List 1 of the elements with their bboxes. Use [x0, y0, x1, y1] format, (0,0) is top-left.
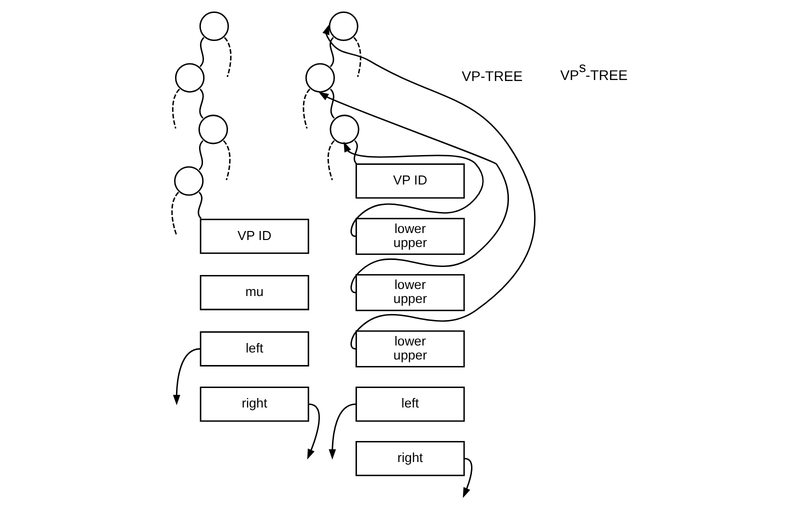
- label: VP-TREE: [461, 68, 522, 84]
